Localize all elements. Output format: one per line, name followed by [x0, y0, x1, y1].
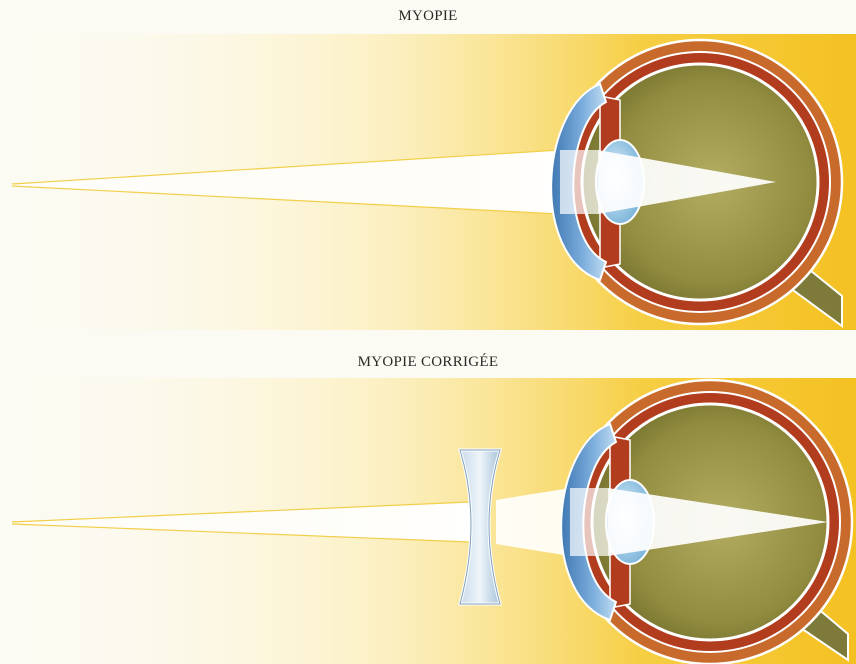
corrected-myopia-illustration — [0, 338, 856, 664]
diagram-corrected-myopia: MYOPIE CORRIGÉE — [0, 338, 856, 664]
diagram-myopia: MYOPIE — [0, 0, 856, 330]
diverging-beam — [496, 488, 570, 556]
myopia-illustration — [0, 0, 856, 330]
